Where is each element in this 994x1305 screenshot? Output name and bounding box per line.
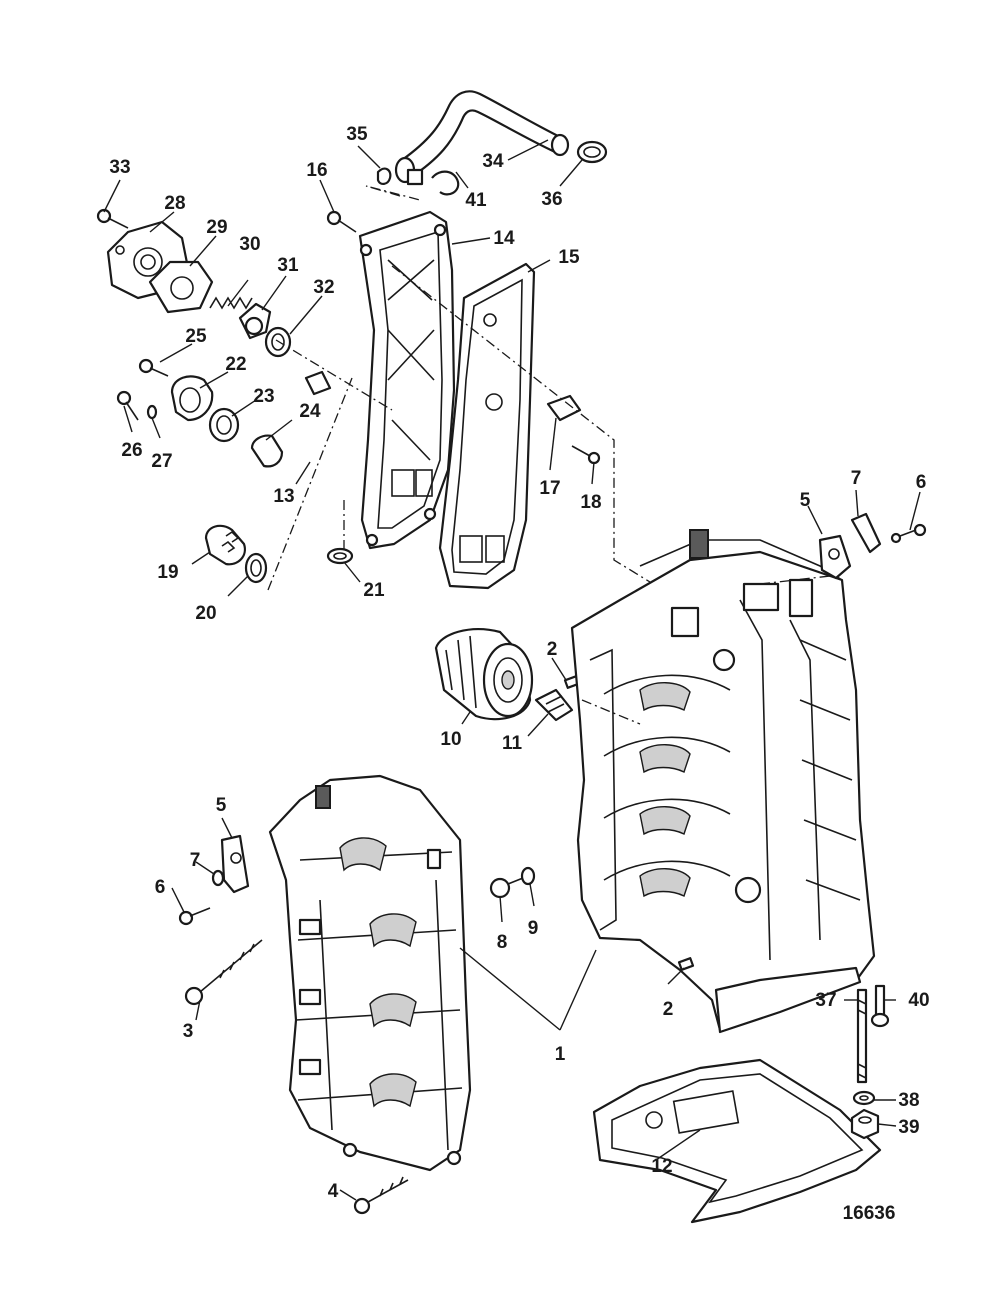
dowel-pin-2b [677, 957, 695, 971]
callout-34: 34 [482, 151, 504, 172]
callout-10: 10 [440, 729, 461, 750]
callout-1: 1 [555, 1044, 566, 1065]
callout-22: 22 [225, 354, 246, 375]
callout-29: 29 [206, 217, 227, 238]
cylinder-block-left [268, 774, 472, 1172]
callout-6-left: 6 [155, 877, 166, 898]
long-bolt-3 [184, 939, 263, 1006]
thermostat-gasket [148, 260, 214, 314]
callout-27: 27 [151, 451, 172, 472]
callout-25: 25 [185, 326, 207, 347]
callout-16: 16 [306, 160, 327, 181]
washer-7b [850, 512, 882, 554]
anode-5b [818, 534, 852, 580]
callout-31: 31 [277, 255, 299, 276]
callout-11: 11 [502, 733, 523, 754]
callout-19: 19 [157, 562, 178, 583]
callout-5-left: 5 [216, 795, 227, 816]
thermostat-seal [264, 326, 292, 358]
bolt-40 [870, 984, 890, 1028]
plug-washer [244, 552, 268, 584]
exhaust-cover [358, 210, 456, 550]
oil-filter [434, 628, 534, 721]
callout-23: 23 [253, 386, 274, 407]
callout-17: 17 [539, 478, 560, 499]
callout-38: 38 [898, 1090, 919, 1111]
callout-32: 32 [313, 277, 334, 298]
poppet-bolt-26 [116, 390, 139, 421]
callout-5-right: 5 [800, 490, 811, 511]
poppet-seal [208, 407, 240, 443]
callout-4: 4 [328, 1181, 339, 1202]
callout-21: 21 [363, 580, 385, 601]
washer-9 [520, 866, 536, 886]
callout-36: 36 [541, 189, 562, 210]
screw-18 [571, 445, 601, 465]
screw-6a [178, 907, 211, 926]
callout-28: 28 [164, 193, 185, 214]
cover-bolt-16 [326, 210, 357, 233]
callout-2-upper: 2 [547, 639, 558, 660]
callout-26: 26 [121, 440, 142, 461]
callout-12: 12 [651, 1156, 672, 1177]
sleeve [304, 370, 332, 396]
poppet-washer [146, 404, 158, 420]
reference-number: 16636 [843, 1203, 896, 1224]
stud-37 [856, 988, 868, 1084]
callout-30: 30 [239, 234, 260, 255]
base-gasket [592, 1058, 882, 1224]
bolt-4 [353, 1176, 409, 1215]
callout-33: 33 [109, 157, 130, 178]
callout-labels: 1 2 2 3 4 5 5 6 6 7 7 8 9 10 11 12 13 14… [109, 124, 929, 1202]
cover-gasket [438, 262, 536, 590]
screw-6b [890, 523, 927, 544]
nut-39 [850, 1108, 880, 1140]
oil-fitting [534, 688, 574, 722]
washer-7a [211, 869, 225, 887]
poppet-valve [250, 434, 284, 468]
callout-35: 35 [346, 124, 368, 145]
poppet-cover [170, 375, 214, 422]
callout-39: 39 [898, 1117, 919, 1138]
callout-20: 20 [195, 603, 216, 624]
callout-40: 40 [908, 990, 929, 1011]
poppet-bolt-25 [138, 358, 169, 377]
sensor-8 [489, 875, 529, 899]
hose-clamp [576, 140, 608, 164]
callout-14: 14 [493, 228, 515, 249]
callout-7-right: 7 [851, 468, 862, 489]
bracket-17 [546, 394, 582, 422]
callout-7-left: 7 [190, 850, 201, 871]
washer-38 [852, 1090, 876, 1106]
drain-plug [204, 524, 246, 566]
callout-15: 15 [558, 247, 580, 268]
callout-2-lower: 2 [663, 999, 674, 1020]
hose-clip [406, 168, 460, 196]
small-clip [376, 167, 392, 185]
callout-18: 18 [580, 492, 601, 513]
callout-41: 41 [465, 190, 487, 211]
anode-5a [220, 834, 250, 894]
callout-13: 13 [273, 486, 294, 507]
callout-6-right: 6 [916, 472, 927, 493]
callout-8: 8 [497, 932, 508, 953]
callout-9: 9 [528, 918, 539, 939]
callout-37: 37 [815, 990, 836, 1011]
callout-24: 24 [299, 401, 321, 422]
cover-bolt-33 [96, 208, 129, 229]
leader-lines [103, 139, 921, 1201]
hose-clip-21 [326, 547, 354, 565]
thermostat [238, 302, 272, 340]
crankcase-block-right [570, 529, 876, 1034]
callout-3: 3 [183, 1021, 194, 1042]
assembly-dash-lines [267, 185, 831, 725]
